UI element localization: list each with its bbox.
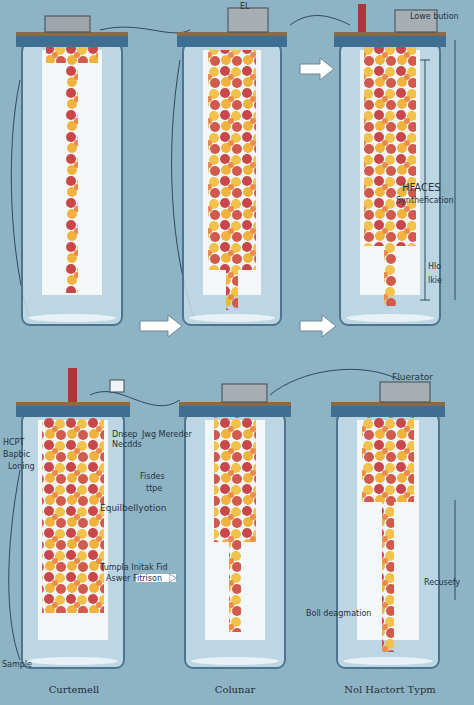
column-caption: Nol Hactort Typm bbox=[328, 684, 452, 696]
glass-tube bbox=[183, 43, 281, 325]
bead-bed bbox=[364, 46, 416, 246]
annotation-label: Aswer Fitrison bbox=[106, 574, 162, 584]
detector-box bbox=[110, 380, 124, 392]
annotation-label: HFACES bbox=[402, 182, 441, 194]
annotation-label: Equilbellyotion bbox=[100, 503, 166, 514]
annotation-label: Necdds bbox=[112, 440, 142, 450]
bead-chain bbox=[229, 542, 241, 632]
pump-unit bbox=[222, 384, 267, 402]
bead-bed bbox=[42, 418, 104, 613]
column bbox=[331, 382, 445, 668]
annotation-label: Loning bbox=[8, 462, 35, 472]
pump-unit bbox=[380, 382, 430, 402]
inner-column bbox=[42, 50, 102, 295]
annotation-label: Sample bbox=[2, 660, 32, 670]
bead-bed bbox=[46, 45, 98, 63]
column-base bbox=[191, 657, 279, 665]
flow-arrow bbox=[140, 315, 182, 337]
glass-tube bbox=[340, 43, 440, 325]
column-base bbox=[28, 657, 118, 665]
reservoir bbox=[358, 4, 366, 32]
column-lid bbox=[179, 405, 291, 417]
column-caption: Colunar bbox=[176, 684, 294, 696]
column-lid bbox=[331, 405, 445, 417]
lid-top bbox=[331, 402, 445, 406]
lid-top bbox=[179, 402, 291, 406]
flow-arrow bbox=[300, 58, 334, 80]
lid-top bbox=[334, 32, 446, 36]
annotation-label: Boll deagmation bbox=[306, 609, 371, 619]
column-lid bbox=[334, 35, 446, 47]
annotation-label: ttpe bbox=[146, 484, 162, 494]
inner-column bbox=[203, 50, 261, 295]
glass-tube bbox=[22, 413, 124, 668]
lid-top bbox=[16, 32, 128, 36]
annotation-label: Recusefy bbox=[424, 578, 460, 588]
bead-chain bbox=[384, 246, 396, 306]
pump-unit bbox=[45, 16, 90, 32]
column-base bbox=[28, 314, 116, 322]
lid-top bbox=[16, 402, 130, 406]
annotation-label: Tumpla Initak Fid bbox=[100, 563, 167, 573]
column-lid bbox=[16, 35, 128, 47]
column-base bbox=[346, 314, 434, 322]
reservoir bbox=[68, 368, 77, 402]
annotation-label: Jwg Mereder bbox=[142, 430, 192, 440]
bead-bed bbox=[208, 50, 256, 270]
bead-chain bbox=[226, 270, 238, 310]
column-node: Colunar bbox=[176, 395, 294, 700]
column bbox=[177, 8, 287, 325]
annotation-label: HCPT bbox=[3, 438, 24, 448]
wire bbox=[455, 40, 456, 300]
arrow-group bbox=[140, 58, 336, 337]
bead-chain bbox=[66, 63, 78, 293]
annotation-label: EL bbox=[240, 2, 250, 12]
annotation-label: Fluerator bbox=[392, 372, 433, 383]
pump-unit bbox=[228, 8, 268, 32]
column-lid bbox=[16, 405, 130, 417]
wire bbox=[9, 470, 20, 660]
column-node: Nol Hactort Typm bbox=[328, 395, 452, 700]
wire-group bbox=[9, 16, 455, 660]
annotation-label: Fisdes bbox=[140, 472, 165, 482]
column-lid bbox=[177, 35, 287, 47]
lid-top bbox=[177, 32, 287, 36]
annotation-label: Bapbic bbox=[3, 450, 30, 460]
column-base bbox=[343, 657, 433, 665]
flow-arrow bbox=[300, 315, 336, 337]
annotation-label: Synthefication bbox=[396, 196, 454, 206]
column bbox=[16, 16, 128, 325]
annotation-label: Hlo bbox=[428, 262, 441, 272]
annotation-label: Lowe bution bbox=[410, 12, 459, 22]
glass-tube bbox=[185, 413, 285, 668]
wire bbox=[290, 16, 350, 25]
column bbox=[16, 368, 130, 668]
column-caption: Curtemell bbox=[12, 684, 136, 696]
bead-chain bbox=[382, 502, 394, 652]
column bbox=[179, 384, 291, 668]
glass-tube bbox=[337, 413, 439, 668]
column bbox=[334, 4, 446, 325]
bead-bed bbox=[362, 412, 414, 502]
annotation-label: Dnsep bbox=[112, 430, 137, 440]
column-base bbox=[189, 314, 275, 322]
glass-tube bbox=[22, 43, 122, 325]
bead-bed bbox=[214, 412, 256, 542]
annotation-label: lkie bbox=[428, 276, 442, 286]
